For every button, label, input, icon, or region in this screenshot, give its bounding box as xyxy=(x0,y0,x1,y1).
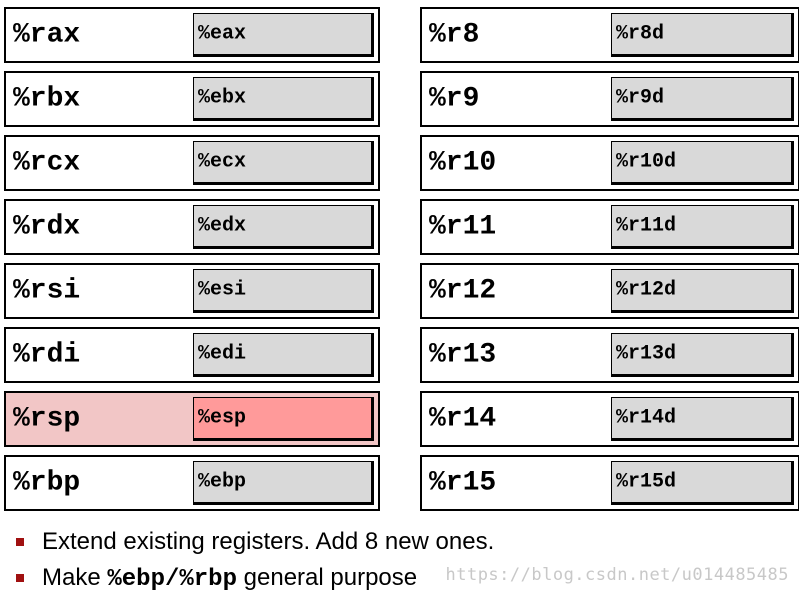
register-rdi: %rdi %edi xyxy=(4,327,380,383)
register-rbp: %rbp %ebp xyxy=(4,455,380,511)
square-bullet-icon xyxy=(16,538,24,546)
subregister-name: %eax xyxy=(198,22,247,46)
subregister-box: %r12d xyxy=(611,269,794,313)
bullet-item: Extend existing registers. Add 8 new one… xyxy=(14,524,794,560)
register-r8: %r8 %r8d xyxy=(420,7,799,63)
subregister-box: %r13d xyxy=(611,333,794,377)
register-r12: %r12 %r12d xyxy=(420,263,799,319)
subregister-box: %ebp xyxy=(193,461,374,505)
register-r9: %r9 %r9d xyxy=(420,71,799,127)
subregister-name: %r11d xyxy=(616,214,677,238)
register-name: %r13 xyxy=(429,339,497,371)
bullet-code: %ebp/%rbp xyxy=(107,566,237,593)
register-grid: %rax %eax %rbx %ebx %rcx %ecx %rdx %edx … xyxy=(4,7,799,515)
subregister-box: %ebx xyxy=(193,77,374,121)
subregister-box: %r9d xyxy=(611,77,794,121)
legacy-registers-column: %rax %eax %rbx %ebx %rcx %ecx %rdx %edx … xyxy=(4,7,380,519)
register-rcx: %rcx %ecx xyxy=(4,135,380,191)
watermark: https://blog.csdn.net/u014485485 xyxy=(445,565,789,585)
register-r11: %r11 %r11d xyxy=(420,199,799,255)
subregister-box: %edi xyxy=(193,333,374,377)
register-name: %rbp xyxy=(13,467,81,499)
subregister-name: %ebp xyxy=(198,470,247,494)
register-r10: %r10 %r10d xyxy=(420,135,799,191)
register-r14: %r14 %r14d xyxy=(420,391,799,447)
subregister-name: %r9d xyxy=(616,86,665,110)
bullet-text-suffix: general purpose xyxy=(236,564,418,591)
register-rsi: %rsi %esi xyxy=(4,263,380,319)
register-name: %r8 xyxy=(429,19,480,51)
register-name: %rbx xyxy=(13,83,81,115)
bullet-list: Extend existing registers. Add 8 new one… xyxy=(14,524,794,596)
subregister-name: %r12d xyxy=(616,278,677,302)
subregister-box: %r15d xyxy=(611,461,794,505)
subregister-box: %edx xyxy=(193,205,374,249)
subregister-name: %esi xyxy=(198,278,247,302)
register-r13: %r13 %r13d xyxy=(420,327,799,383)
bullet-text-prefix: Make xyxy=(42,564,108,591)
register-rsp-highlighted: %rsp %esp xyxy=(4,391,380,447)
register-name: %r11 xyxy=(429,211,497,243)
new-registers-column: %r8 %r8d %r9 %r9d %r10 %r10d %r11 %r11d … xyxy=(420,7,799,519)
subregister-box: %r10d xyxy=(611,141,794,185)
subregister-box: %esi xyxy=(193,269,374,313)
subregister-name: %r10d xyxy=(616,150,677,174)
subregister-box: %eax xyxy=(193,13,374,57)
bullet-text: Extend existing registers. Add 8 new one… xyxy=(42,528,495,555)
register-name: %rcx xyxy=(13,147,81,179)
register-r15: %r15 %r15d xyxy=(420,455,799,511)
register-name: %r14 xyxy=(429,403,497,435)
subregister-box: %r8d xyxy=(611,13,794,57)
subregister-box: %r14d xyxy=(611,397,794,441)
register-rbx: %rbx %ebx xyxy=(4,71,380,127)
subregister-box: %esp xyxy=(193,397,374,441)
subregister-name: %ebx xyxy=(198,86,247,110)
register-name: %r9 xyxy=(429,83,480,115)
register-name: %rsi xyxy=(13,275,81,307)
subregister-name: %esp xyxy=(198,406,247,430)
subregister-name: %ecx xyxy=(198,150,247,174)
register-name: %r12 xyxy=(429,275,497,307)
subregister-name: %edx xyxy=(198,214,247,238)
square-bullet-icon xyxy=(16,574,24,582)
register-name: %r15 xyxy=(429,467,497,499)
bullet-item: Make %ebp/%rbp general purpose xyxy=(14,560,794,596)
register-name: %rdi xyxy=(13,339,81,371)
subregister-name: %r15d xyxy=(616,470,677,494)
subregister-box: %ecx xyxy=(193,141,374,185)
subregister-name: %edi xyxy=(198,342,247,366)
register-rax: %rax %eax xyxy=(4,7,380,63)
subregister-name: %r8d xyxy=(616,22,665,46)
register-name: %rdx xyxy=(13,211,81,243)
register-name: %r10 xyxy=(429,147,497,179)
register-name: %rsp xyxy=(13,403,81,435)
subregister-name: %r14d xyxy=(616,406,677,430)
register-rdx: %rdx %edx xyxy=(4,199,380,255)
subregister-name: %r13d xyxy=(616,342,677,366)
subregister-box: %r11d xyxy=(611,205,794,249)
register-name: %rax xyxy=(13,19,81,51)
